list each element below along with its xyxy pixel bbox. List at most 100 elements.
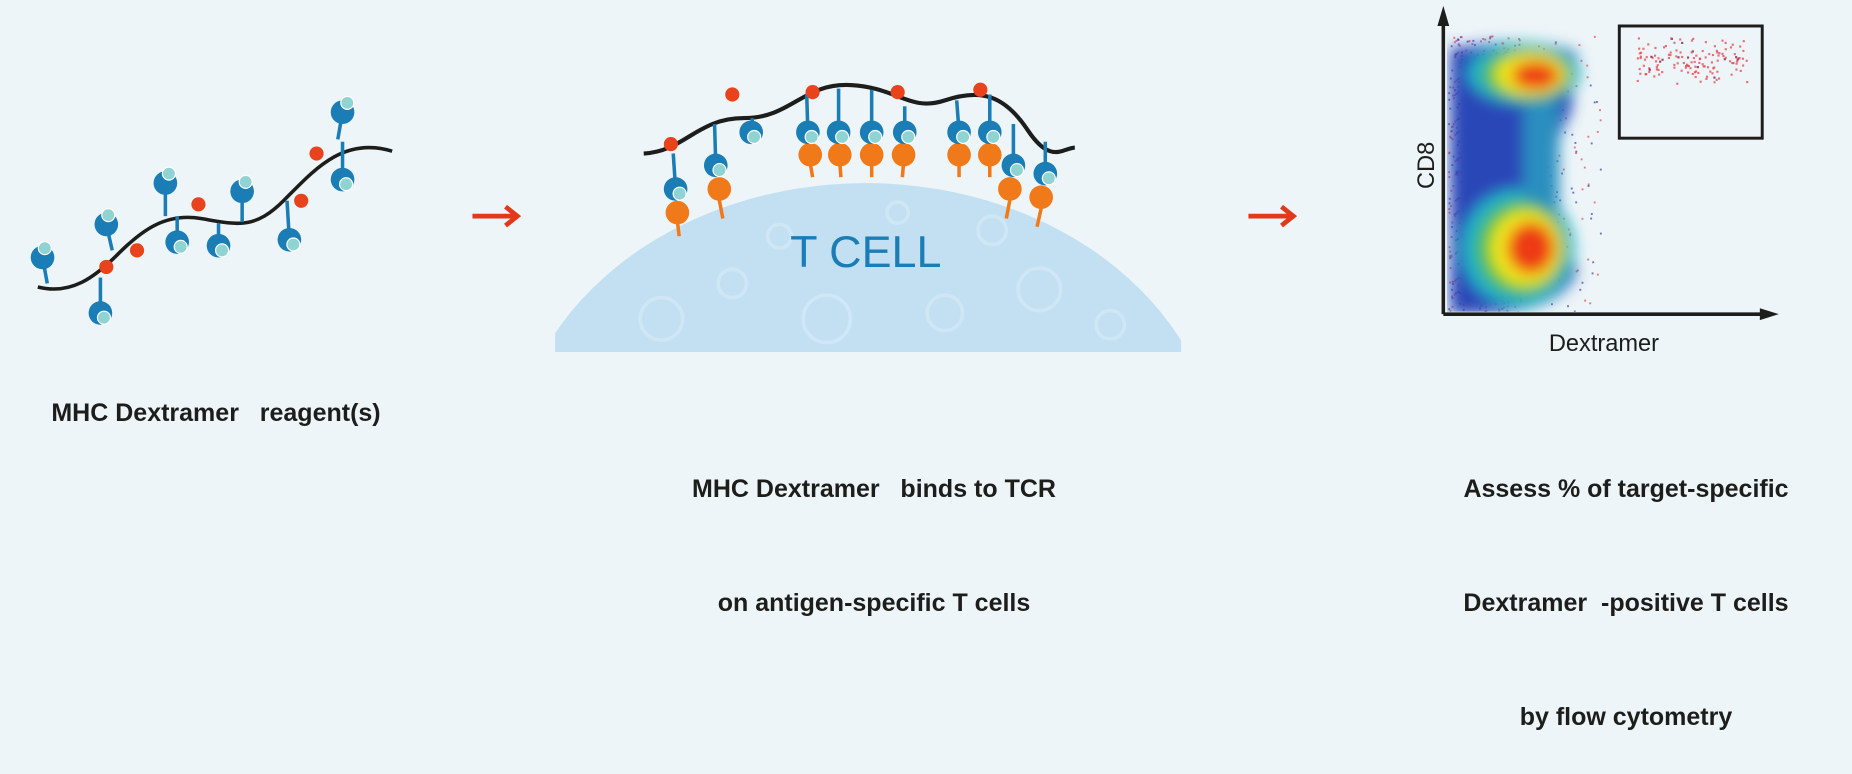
gated-event-dot	[1673, 63, 1676, 66]
gated-event-dot	[1670, 37, 1673, 40]
dextran-backbone	[643, 82, 1076, 156]
gated-event-dot	[1695, 54, 1698, 57]
event-dot	[1457, 43, 1460, 46]
gated-event-dot	[1722, 54, 1725, 58]
gated-event-dot	[1640, 51, 1643, 54]
gated-event-dot	[1694, 65, 1697, 68]
gated-event-dot	[1692, 37, 1695, 40]
gated-event-dot	[1716, 70, 1719, 73]
event-dot	[1448, 211, 1451, 214]
gated-event-dot	[1658, 73, 1661, 76]
gated-event-dot	[1638, 68, 1641, 71]
t-cell-label: T CELL	[790, 226, 941, 277]
event-dot	[1448, 208, 1451, 211]
event-dot	[1471, 43, 1474, 45]
gated-event-dot	[1645, 56, 1648, 59]
event-dot	[1581, 217, 1584, 220]
gated-event-dot	[1676, 82, 1679, 85]
event-dot	[1561, 172, 1564, 175]
gated-event-dot	[1673, 41, 1676, 44]
gated-event-dot	[1690, 39, 1694, 42]
mhc-monomer	[230, 174, 254, 223]
gated-event-dot	[1679, 38, 1682, 41]
event-dot	[1448, 171, 1450, 174]
gated-event-dot	[1693, 60, 1696, 64]
mhc-monomer	[88, 277, 113, 325]
gated-event-dot	[1661, 58, 1664, 61]
gated-event-dot	[1648, 67, 1651, 70]
event-dot	[1448, 123, 1450, 126]
event-dot	[1599, 168, 1602, 171]
peptide	[747, 129, 762, 145]
event-dot	[1448, 175, 1451, 178]
dextran-dot	[129, 243, 145, 258]
dextran-dot	[294, 193, 309, 208]
gated-event-dot	[1673, 66, 1676, 69]
gated-event-dot	[1675, 49, 1678, 52]
dextran-dot	[663, 137, 678, 152]
tcr-receptor	[998, 177, 1022, 219]
gated-event-dot	[1677, 56, 1680, 59]
event-dot	[1449, 107, 1452, 110]
gated-event-dot	[1667, 53, 1670, 56]
gated-event-dot	[1655, 60, 1658, 63]
event-dot	[1491, 35, 1494, 38]
step2-caption: MHC Dextramer binds to TCR on antigen-sp…	[624, 394, 1124, 660]
event-dot	[1587, 258, 1590, 261]
event-dot	[1517, 311, 1519, 312]
gated-event-dot	[1731, 43, 1734, 46]
event-dot	[1586, 64, 1589, 67]
gated-event-dot	[1716, 59, 1719, 62]
gated-event-dot	[1655, 68, 1658, 71]
event-dot	[1507, 37, 1510, 40]
event-dot	[1449, 135, 1452, 138]
gated-event-dot	[1647, 43, 1650, 46]
gated-event-dot	[1645, 73, 1648, 76]
tcr-head	[947, 142, 971, 167]
gated-event-dot	[1656, 64, 1659, 67]
arrow-step2-to-step3	[1248, 204, 1298, 228]
dextran-dot	[191, 197, 206, 212]
event-dot	[1558, 154, 1561, 157]
gated-event-dot	[1680, 69, 1683, 72]
gated-event-dot	[1687, 71, 1690, 74]
gated-event-dot	[1721, 52, 1724, 55]
event-dot	[1570, 187, 1573, 190]
gated-event-dot	[1697, 71, 1700, 75]
mhc-monomer	[892, 106, 917, 145]
gated-event-dot	[1716, 51, 1719, 54]
event-dot	[1473, 44, 1476, 46]
gated-event-dot	[1746, 80, 1749, 84]
event-dot	[1593, 201, 1596, 204]
event-dot	[1455, 39, 1458, 42]
event-dot	[1449, 86, 1452, 89]
event-dot	[1587, 185, 1590, 187]
workflow-diagram: T CELL CD8 D	[30, 5, 1779, 357]
event-dot	[1590, 142, 1593, 145]
event-dot	[1575, 201, 1578, 204]
gated-event-dot	[1735, 56, 1738, 59]
event-dot	[1450, 45, 1453, 48]
event-dot	[1518, 37, 1520, 40]
peptide	[338, 177, 354, 192]
event-dot	[1448, 98, 1451, 101]
event-dot	[1579, 288, 1582, 291]
gated-event-dot	[1684, 66, 1687, 69]
step2-caption-line2: on antigen-specific T cells	[717, 589, 1031, 617]
gated-event-dot	[1691, 50, 1694, 53]
gated-event-dot	[1708, 53, 1711, 56]
gated-event-dot	[1639, 55, 1642, 58]
gated-event-dot	[1742, 64, 1745, 67]
event-dot	[1448, 202, 1451, 205]
peptide	[173, 239, 188, 254]
gated-event-dot	[1689, 67, 1692, 70]
event-dot	[1448, 308, 1451, 311]
event-dot	[1596, 273, 1599, 276]
event-dot	[1589, 84, 1592, 87]
gated-event-dot	[1731, 61, 1734, 65]
gated-event-dot	[1675, 55, 1678, 58]
x-axis-label: Dextramer	[1549, 331, 1659, 357]
event-dot	[1567, 305, 1569, 308]
event-dot	[1595, 100, 1598, 103]
gated-event-dot	[1712, 67, 1715, 70]
